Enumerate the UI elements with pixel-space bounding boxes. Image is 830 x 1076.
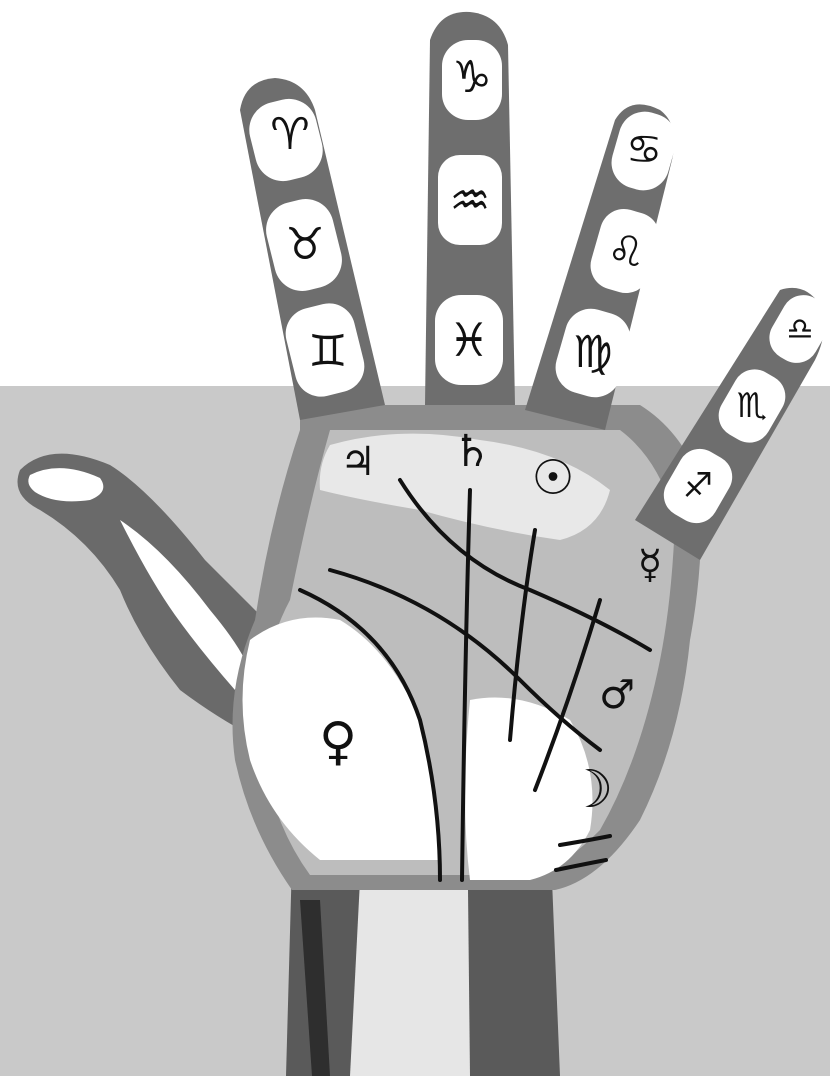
cancer-sign: ♋ (626, 130, 662, 170)
scorpio-sign: ♏ (737, 389, 767, 423)
capricorn-sign: ♑ (452, 56, 491, 100)
jupiter-sign: ♃ (340, 442, 376, 482)
saturn-sign: ♄ (452, 430, 491, 474)
wrist-highlight (350, 880, 470, 1076)
aries-sign: ♈ (270, 113, 309, 157)
virgo-sign: ♍ (573, 331, 612, 375)
pisces-sign: ♓ (448, 317, 489, 363)
mars-sign: ♂ (599, 675, 635, 715)
gemini-sign: ♊ (308, 330, 347, 374)
taurus-sign: ♉ (285, 223, 324, 267)
sagittarius-sign: ♐ (683, 469, 713, 503)
venus-sign: ♀ (319, 716, 357, 768)
leo-sign: ♌ (607, 231, 645, 273)
aquarius-sign: ♒ (449, 177, 490, 223)
moon-sign: ☽ (567, 764, 614, 816)
sun-sign: ☉ (531, 454, 574, 502)
libra-sign: ♎ (787, 315, 814, 345)
background-top (0, 0, 830, 386)
mercury-sign: ☿ (638, 545, 663, 585)
